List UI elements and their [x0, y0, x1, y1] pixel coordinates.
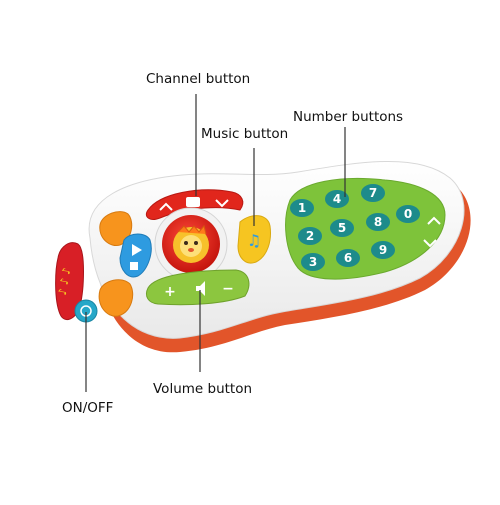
tv-icon — [186, 197, 200, 207]
side-decoration-icon: ♪ ♪ ♪ — [56, 266, 74, 296]
number-key-label: 3 — [309, 255, 317, 269]
number-key-6[interactable]: 6 — [336, 249, 360, 267]
orange-button-upper[interactable] — [99, 211, 133, 247]
number-key-1[interactable]: 1 — [290, 199, 314, 217]
speaker-icon — [196, 281, 205, 296]
orange-button-lower[interactable] — [98, 279, 134, 317]
music-button-callout: Music button — [201, 126, 289, 142]
number-buttons-callout: Number buttons — [293, 109, 404, 125]
number-key-label: 6 — [344, 251, 352, 265]
music-button[interactable] — [237, 215, 271, 264]
number-key-5[interactable]: 5 — [330, 219, 354, 237]
number-key-2[interactable]: 2 — [298, 227, 322, 245]
onoff-callout: ON/OFF — [62, 400, 114, 416]
volume-button-callout: Volume button — [153, 381, 253, 397]
music-note-icon: ♫ — [247, 231, 261, 250]
number-key-label: 7 — [369, 186, 377, 200]
chevron-up-icon — [427, 216, 441, 225]
number-key-label: 0 — [404, 207, 412, 221]
number-key-label: 8 — [374, 215, 382, 229]
number-key-3[interactable]: 3 — [301, 253, 325, 271]
number-key-4[interactable]: 4 — [325, 190, 349, 208]
volume-down-icon: − — [222, 281, 234, 297]
number-key-8[interactable]: 8 — [366, 213, 390, 231]
chevron-down-icon — [423, 239, 437, 248]
number-key-9[interactable]: 9 — [371, 241, 395, 259]
channel-up-icon — [159, 202, 173, 211]
channel-down-icon — [215, 199, 229, 208]
number-key-label: 5 — [338, 221, 346, 235]
number-key-label: 2 — [306, 229, 314, 243]
channel-button-callout: Channel button — [146, 71, 251, 87]
number-key-label: 4 — [333, 192, 341, 206]
lion-face-icon — [173, 224, 209, 263]
number-key-group: 4 7 1 5 8 0 2 — [290, 184, 441, 271]
number-key-0[interactable]: 0 — [396, 205, 420, 223]
blue-button[interactable] — [119, 233, 152, 278]
number-key-label: 1 — [298, 201, 306, 215]
volume-up-icon: + — [164, 284, 176, 300]
shape-icon — [132, 244, 142, 256]
square-icon — [130, 262, 138, 270]
number-key-7[interactable]: 7 — [361, 184, 385, 202]
number-key-label: 9 — [379, 243, 387, 257]
